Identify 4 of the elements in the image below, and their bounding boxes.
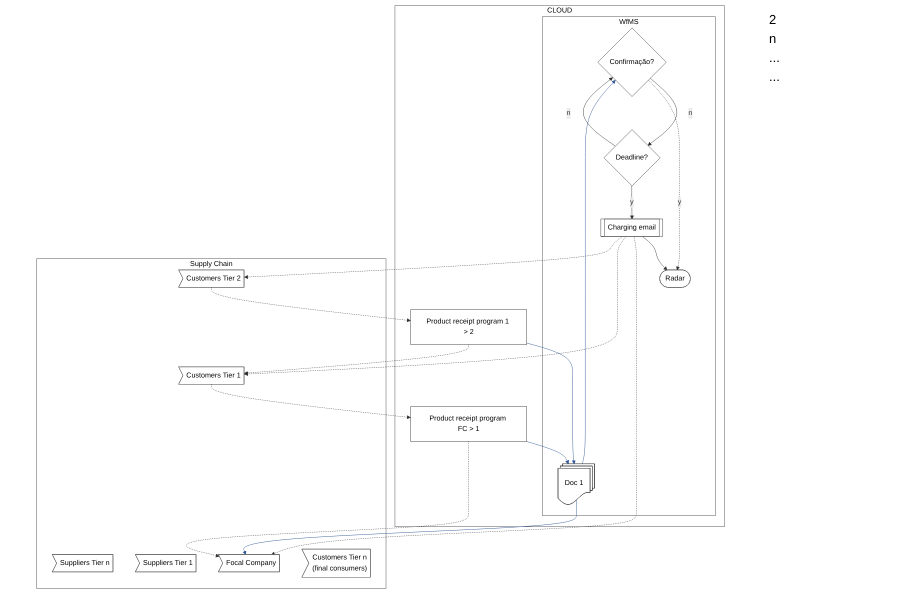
- note-label: ...: [769, 50, 781, 65]
- note-label: ...: [769, 69, 781, 84]
- note-label: 2: [769, 12, 778, 27]
- note-label: n: [769, 31, 778, 46]
